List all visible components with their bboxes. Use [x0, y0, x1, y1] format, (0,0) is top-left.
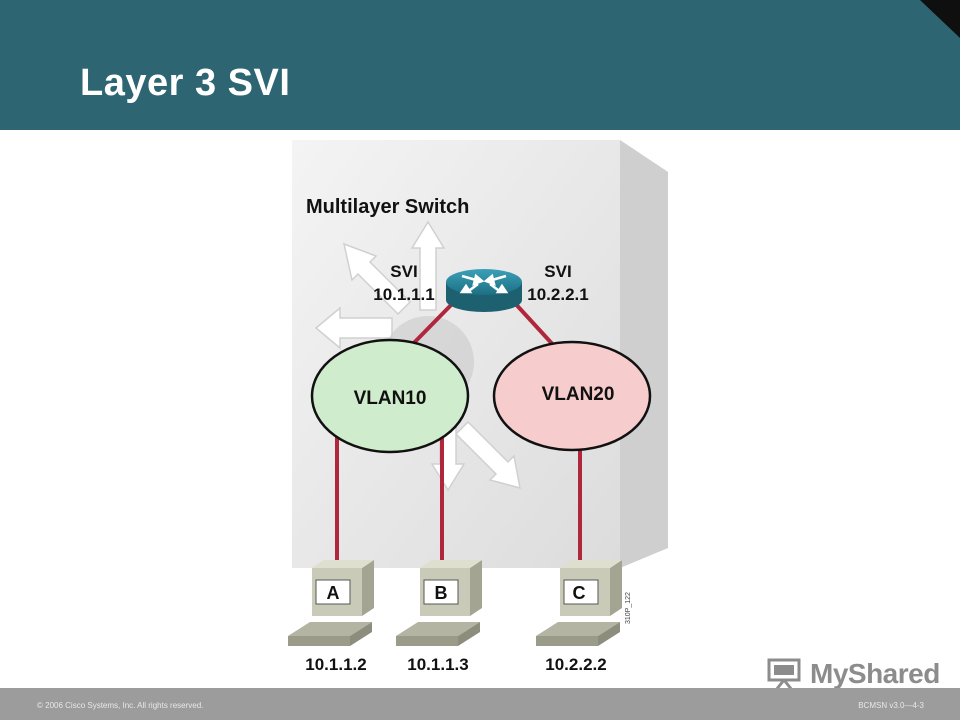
slide-title: Layer 3 SVI: [80, 62, 291, 104]
vlan20-ellipse: [492, 340, 652, 452]
svi-left-label: SVI: [390, 262, 417, 281]
host-a-label: A: [327, 583, 340, 603]
svi-left-ip: 10.1.1.1: [373, 285, 434, 304]
host-c-label: C: [573, 583, 586, 603]
course-id-text: BCMSN v3.0—4-3: [858, 701, 924, 710]
presentation-board-icon: [767, 658, 801, 691]
host-a-ip: 10.1.1.2: [305, 655, 366, 674]
vlan10-label: VLAN10: [354, 388, 427, 409]
copyright-text: © 2006 Cisco Systems, Inc. All rights re…: [37, 701, 204, 710]
host-b-computer-icon: [396, 560, 482, 646]
host-b-label: B: [435, 583, 448, 603]
svi-right-label: SVI: [544, 262, 571, 281]
host-a-computer-icon: [288, 560, 374, 646]
host-c-ip: 10.2.2.2: [545, 655, 606, 674]
svi-right-ip: 10.2.2.1: [527, 285, 588, 304]
switch-label: Multilayer Switch: [306, 196, 469, 218]
vlan10-ellipse: [310, 338, 470, 454]
slide-header: Layer 3 SVI: [0, 0, 960, 130]
figure-code: 310P_122: [625, 592, 632, 624]
slide-footer: © 2006 Cisco Systems, Inc. All rights re…: [0, 688, 960, 720]
watermark-text: MyShared: [810, 658, 940, 689]
header-corner-decoration: [920, 0, 960, 38]
host-b-ip: 10.1.1.3: [407, 655, 468, 674]
link-router-vlan20: [510, 298, 558, 350]
myshared-watermark: MyShared: [766, 656, 940, 692]
router-icon: [446, 269, 522, 312]
vlan20-label: VLAN20: [542, 384, 615, 405]
host-c-computer-icon: [536, 560, 622, 646]
